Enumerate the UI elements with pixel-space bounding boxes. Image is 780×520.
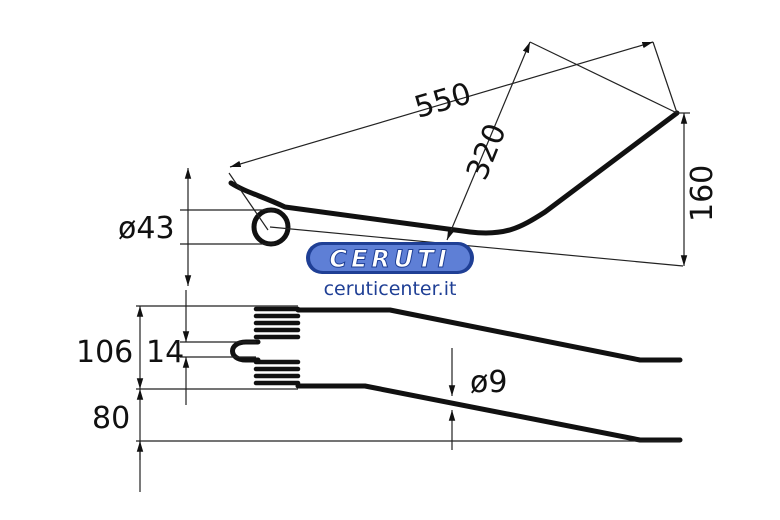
dim-label-550: 550 [411,76,476,125]
ext-line-320 [529,41,678,114]
watermark: CERUTI ceruticenter.it [306,242,474,300]
baseline-160 [269,226,684,267]
dim-label-9: ø9 [470,365,507,400]
upper-coils [253,306,301,340]
upper-arm [295,307,683,363]
dim-line-320 [446,41,531,241]
brand-url: ceruticenter.it [324,278,457,300]
dim-label-106: 106 [76,335,133,370]
dim-label-320: 320 [460,119,514,185]
dim-label-80: 80 [92,401,130,436]
tine-profile [228,110,680,236]
dim-label-43: ø43 [118,211,175,246]
plan-view: 106 14 80 ø9 [76,290,683,492]
brand-badge-inner [310,245,470,271]
ext-line-550-right [652,41,678,114]
dim-label-160: 160 [685,165,720,222]
lower-coils [253,359,301,386]
dim-line-550 [229,41,654,168]
lower-arm [295,383,683,443]
dim-label-14: 14 [146,335,184,370]
ext-line-550-left [228,172,269,231]
brand-logo: CERUTI [329,245,450,273]
